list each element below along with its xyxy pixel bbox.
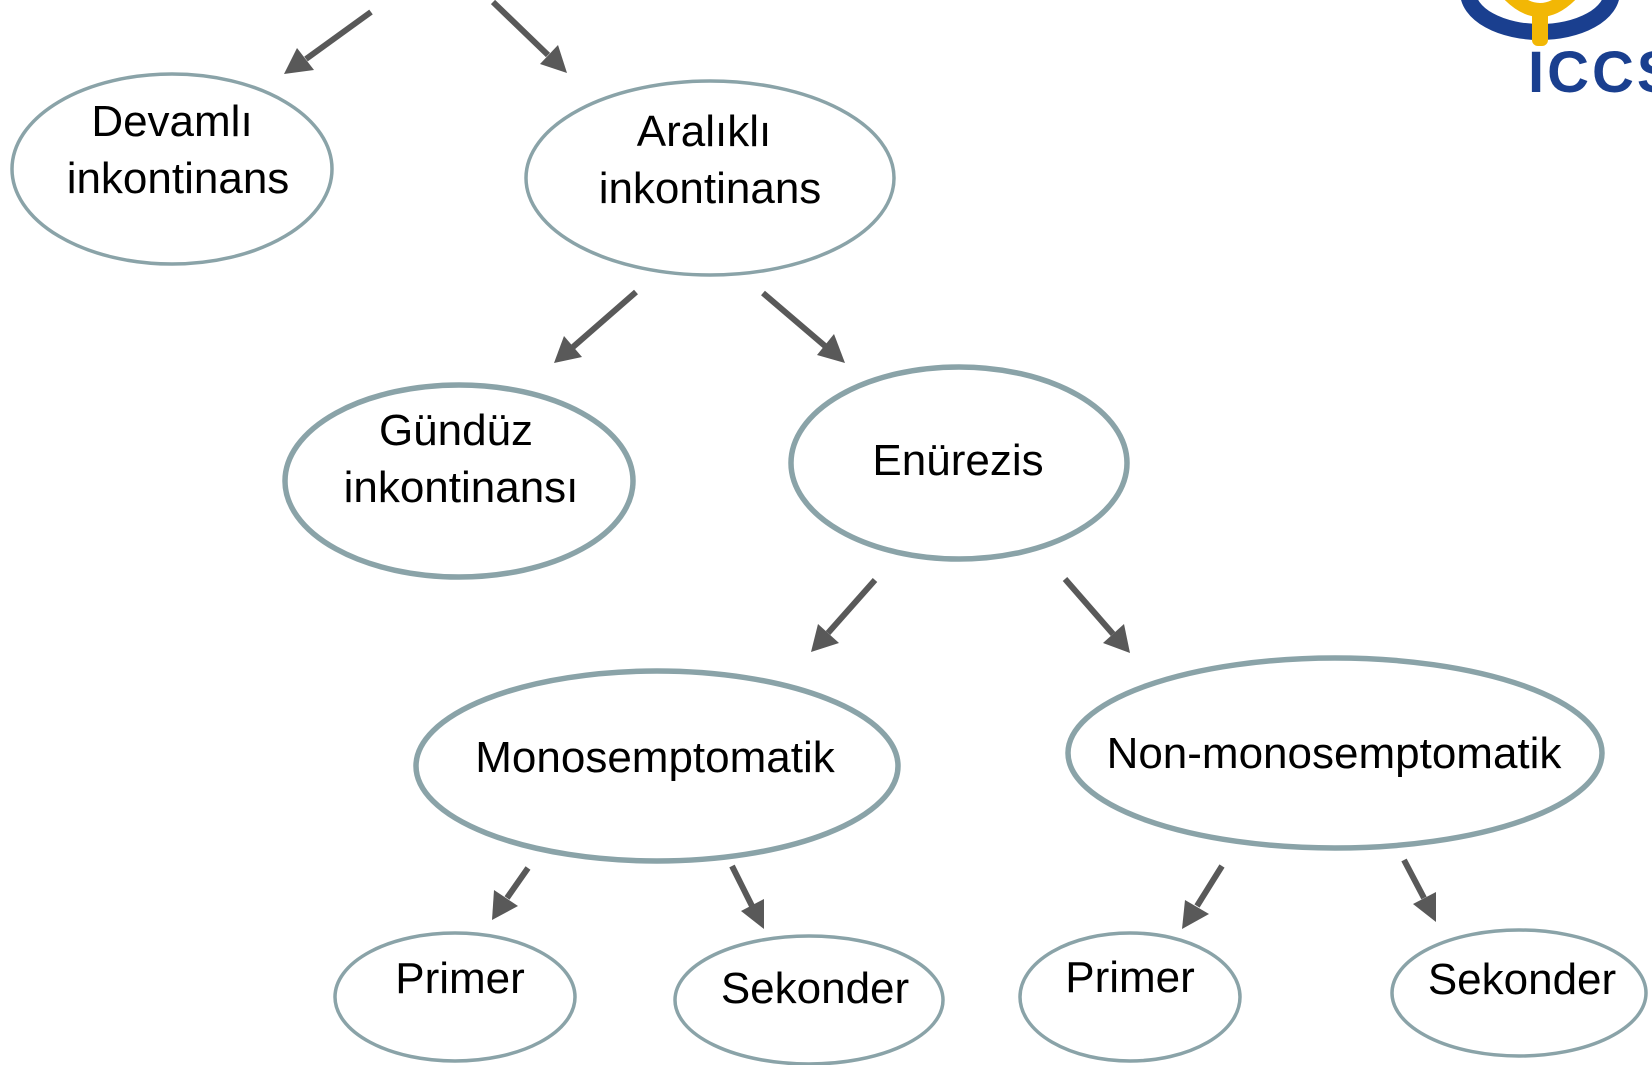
node-non-monosemptomatik: Non-monosemptomatik	[1065, 655, 1605, 851]
arrow-to-devamli	[284, 9, 373, 74]
node-gunduz-inkontinansi: Gündüz inkontinansı	[282, 382, 636, 580]
node-devamli-inkontinans: Devamlı inkontinans	[10, 72, 334, 266]
node-non-primer-label: Primer	[1065, 953, 1195, 1002]
node-enurezis: Enürezis	[788, 364, 1130, 562]
arrow-to-non-sekonder	[1401, 858, 1436, 922]
arrow-to-enurezis	[761, 290, 845, 363]
arrow-to-gunduz	[554, 289, 638, 363]
node-non-sekonder-label: Sekonder	[1428, 955, 1616, 1004]
node-mono-primer: Primer	[333, 931, 577, 1063]
node-devamli-line1: Devamlı	[91, 97, 252, 146]
arrow-to-monosemptomatik	[811, 578, 878, 652]
arrow-to-non-monosemptomatik	[1062, 577, 1130, 653]
node-mono-sekonder-label: Sekonder	[721, 964, 909, 1013]
node-mono-primer-label: Primer	[395, 954, 525, 1003]
node-aralikli-line1: Aralıklı	[637, 107, 771, 156]
iccs-logo: ICCS	[1461, 0, 1652, 105]
logo-emblem-icon	[1461, 0, 1619, 46]
arrow-to-non-primer	[1182, 864, 1225, 929]
arrow-to-mono-sekonder	[729, 864, 764, 929]
logo-text: ICCS	[1528, 40, 1652, 105]
node-enurezis-label: Enürezis	[872, 436, 1043, 485]
node-gunduz-line2: inkontinansı	[344, 463, 579, 512]
node-aralikli-line2: inkontinans	[599, 164, 822, 213]
node-aralikli-inkontinans: Aralıklı inkontinans	[524, 79, 896, 277]
node-non-sekonder: Sekonder	[1390, 928, 1648, 1058]
node-gunduz-line1: Gündüz	[379, 406, 533, 455]
node-monosemptomatik-label: Monosemptomatik	[475, 733, 835, 782]
node-monosemptomatik: Monosemptomatik	[413, 668, 901, 864]
arrow-to-mono-primer	[492, 866, 531, 920]
node-devamli-line2: inkontinans	[67, 154, 290, 203]
node-non-primer: Primer	[1018, 931, 1242, 1063]
arrow-to-aralikli	[490, 0, 567, 73]
node-non-monosemptomatik-label: Non-monosemptomatik	[1107, 729, 1563, 778]
node-mono-sekonder: Sekonder	[673, 934, 945, 1065]
